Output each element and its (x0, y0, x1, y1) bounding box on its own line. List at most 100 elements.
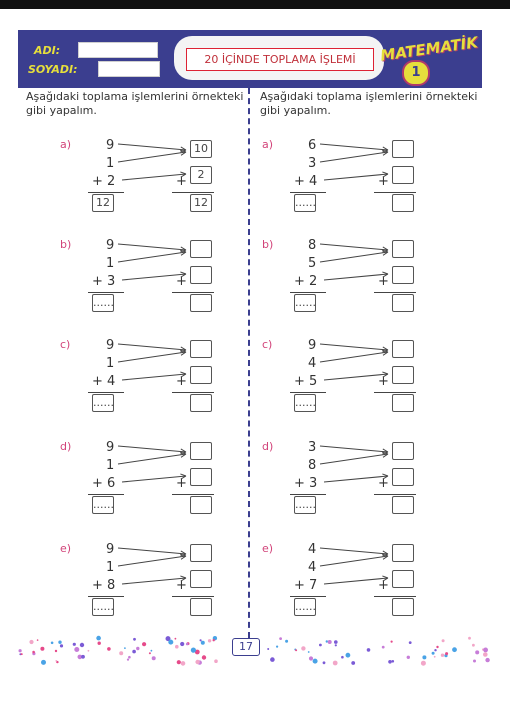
result-box-1[interactable]: 10 (190, 140, 212, 158)
name-field[interactable] (78, 42, 158, 58)
result-box-2[interactable] (190, 366, 212, 384)
footer-star (59, 644, 64, 648)
result-box-1[interactable] (190, 442, 212, 460)
footer-star (55, 660, 58, 662)
addend-3: + 5 (294, 374, 318, 389)
result-box-3[interactable]: 12 (190, 194, 212, 212)
sum-line-left (290, 596, 326, 597)
result-box-1[interactable] (392, 240, 414, 258)
result-box-2[interactable] (190, 468, 212, 486)
result-box-1[interactable] (190, 340, 212, 358)
footer-star (308, 656, 314, 661)
result-box-2[interactable] (392, 166, 414, 184)
result-box-2[interactable] (392, 570, 414, 588)
footer-star (194, 649, 200, 655)
arrow-line (117, 555, 187, 567)
footer-star (136, 646, 140, 651)
result-box-3[interactable] (392, 598, 414, 616)
footer-star (431, 651, 435, 655)
total-box[interactable]: ...... (294, 598, 316, 616)
result-box-2[interactable] (190, 266, 212, 284)
result-box-1[interactable] (392, 544, 414, 562)
top-black-bar (0, 0, 510, 9)
footer-star (445, 652, 449, 656)
arrow-line (323, 373, 389, 381)
result-box-3[interactable] (190, 394, 212, 412)
footer-star (341, 655, 344, 659)
result-box-1[interactable] (392, 340, 414, 358)
footer-star (133, 637, 136, 641)
footer-star (151, 656, 156, 661)
footer-star (41, 659, 46, 665)
footer-star (54, 649, 58, 653)
result-box-3[interactable] (190, 598, 212, 616)
footer-star (312, 658, 318, 664)
sum-line-left (290, 392, 326, 393)
result-box-1[interactable] (190, 544, 212, 562)
result-box-2[interactable]: 2 (190, 166, 212, 184)
surname-field[interactable] (98, 61, 160, 77)
total-box[interactable]: ...... (294, 294, 316, 312)
result-box-2[interactable] (392, 468, 414, 486)
sum-line-right (374, 392, 416, 393)
total-box[interactable]: ...... (92, 496, 114, 514)
footer-star (72, 642, 76, 646)
addend-2: 1 (106, 156, 115, 171)
sum-line-left (290, 292, 326, 293)
arrow-head (382, 149, 389, 156)
result-box-2[interactable] (190, 570, 212, 588)
total-box[interactable]: ...... (294, 496, 316, 514)
footer-star (165, 636, 171, 642)
footer-star (132, 649, 136, 654)
arrow-line (117, 251, 187, 263)
total-box[interactable]: 12 (92, 194, 114, 212)
plus-sign: + (378, 578, 389, 593)
brand-number-badge: 1 (402, 60, 430, 86)
arrow-line (117, 343, 187, 351)
footer-star (366, 648, 371, 652)
result-box-3[interactable] (190, 294, 212, 312)
result-box-3[interactable] (392, 394, 414, 412)
result-box-1[interactable] (392, 140, 414, 158)
arrow-line (121, 577, 187, 585)
sum-line-right (374, 494, 416, 495)
total-box[interactable]: ...... (294, 394, 316, 412)
result-box-3[interactable] (392, 496, 414, 514)
sum-line-right (172, 494, 214, 495)
result-box-2[interactable] (392, 266, 414, 284)
addend-1: 9 (308, 338, 317, 353)
problem-label: a) (262, 138, 274, 151)
result-box-3[interactable] (392, 294, 414, 312)
addend-3: + 3 (294, 476, 318, 491)
result-box-3[interactable] (392, 194, 414, 212)
addend-1: 3 (308, 440, 317, 455)
total-box[interactable]: ...... (294, 194, 316, 212)
result-box-3[interactable] (190, 496, 212, 514)
addend-2: 1 (106, 356, 115, 371)
total-box[interactable]: ...... (92, 598, 114, 616)
footer-star (199, 639, 202, 642)
total-box[interactable]: ...... (92, 294, 114, 312)
arrow-head (382, 575, 389, 582)
arrow-line (117, 547, 187, 555)
footer-star (180, 661, 186, 666)
arrow-line (319, 547, 389, 555)
footer-star (351, 661, 356, 665)
arrow-head (180, 371, 187, 378)
sum-line-right (172, 596, 214, 597)
arrow-line (319, 151, 389, 163)
total-box[interactable]: ...... (92, 394, 114, 412)
worksheet-title: 20 İÇİNDE TOPLAMA İŞLEMİ (186, 48, 374, 71)
arrow-head (180, 473, 187, 480)
result-box-1[interactable] (190, 240, 212, 258)
footer-star (270, 657, 275, 662)
result-box-2[interactable] (392, 366, 414, 384)
result-box-1[interactable] (392, 442, 414, 460)
problem-label: c) (60, 338, 71, 351)
footer-star (79, 642, 85, 648)
footer-star (40, 646, 45, 651)
center-divider (248, 88, 250, 638)
footer-star (334, 640, 338, 644)
footer-star (334, 644, 337, 647)
plus-sign: + (378, 174, 389, 189)
